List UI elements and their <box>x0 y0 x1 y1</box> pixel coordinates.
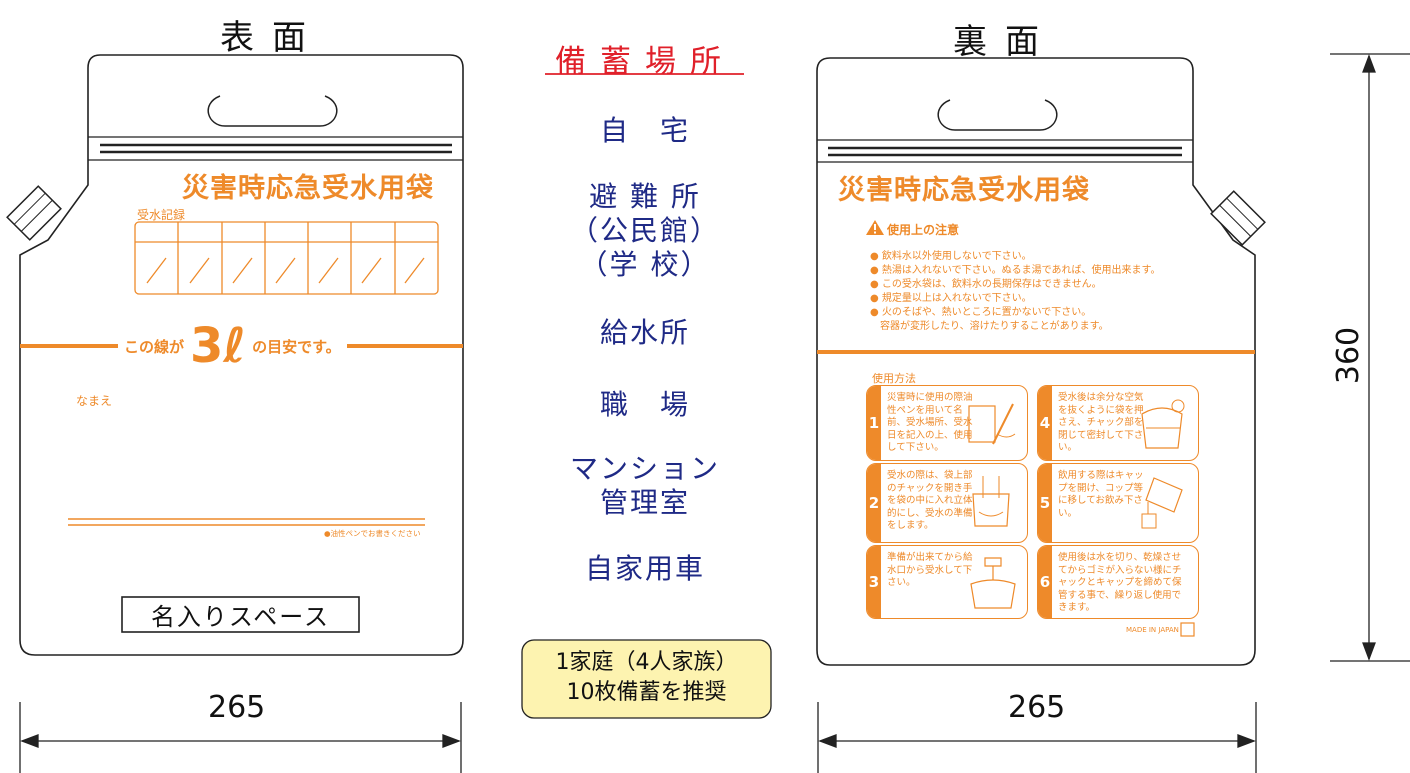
pen-note: ●油性ペンでお書きください <box>324 529 421 538</box>
usage-step-3: 3 準備が出来てから給水口から受水して下さい。 <box>866 545 1028 619</box>
caution-title: 使用上の注意 <box>887 223 960 237</box>
name-space-box <box>121 596 360 633</box>
recycle-mark-icon <box>1180 622 1195 637</box>
front-width-dimension <box>19 702 462 773</box>
recommendation-line: 10枚備蓄を推奨 <box>566 680 727 705</box>
caution-item: 容器が変形したり、溶けたりすることがあります。 <box>870 321 1109 332</box>
step-number: 4 <box>1038 386 1052 460</box>
usage-step-5: 5 飲用する際はキャップを開け、コップ等に移してお飲み下さい。 <box>1037 463 1199 543</box>
location-car: 自家用車 <box>520 552 770 586</box>
back-heading: 裏面 <box>953 22 1057 62</box>
front-bag-outline <box>19 54 464 656</box>
caution-item: ● この受水袋は、飲料水の長期保存はできません。 <box>870 279 1102 290</box>
location-water-station: 給水所 <box>520 316 770 350</box>
front-hook <box>207 95 338 127</box>
height-value: 360 <box>1331 326 1367 385</box>
line-text-after: の目安です。 <box>252 337 341 356</box>
open-bag-illustration-icon <box>972 476 1010 527</box>
location-shelter: 避 難 所 （公民館） （学 校） <box>520 180 770 282</box>
back-width-dimension <box>817 702 1257 773</box>
location-line: （公民館） <box>569 214 720 247</box>
seal-bag-illustration-icon <box>1141 399 1185 449</box>
front-bag-title: 災害時応急受水用袋 <box>182 173 434 204</box>
fill-water-illustration-icon <box>970 557 1016 609</box>
caution-item: ● 飲料水以外使用しないで下さい。 <box>870 251 1032 262</box>
usage-step-6: 6 使用後は水を切り、乾燥させてからゴミが入らない様にチャックとキャップを締めて… <box>1037 545 1199 619</box>
caution-item: ● 規定量以上は入れないで下さい。 <box>870 293 1032 304</box>
step-text: 使用後は水を切り、乾燥させてからゴミが入らない様にチャックとキャップを締めて保管… <box>1058 552 1182 613</box>
step-text: 準備が出来てから給水口から受水して下さい。 <box>887 552 973 588</box>
usage-title: 使用方法 <box>872 372 916 385</box>
pour-cup-illustration-icon <box>1141 477 1183 529</box>
recommendation-text: 1家庭（4人家族） 10枚備蓄を推奨 <box>522 648 771 708</box>
location-line: 給水所 <box>599 316 690 349</box>
made-in-japan: MADE IN JAPAN <box>1126 626 1179 634</box>
step-number: 1 <box>867 386 881 460</box>
usage-step-1: 1 災害時に使用の際油性ペンを用いて名前、受水場所、受水日を記入の上、使用して下… <box>866 385 1028 461</box>
name-space-label: 名入りスペース <box>150 603 331 631</box>
record-label: 受水記録 <box>137 208 186 222</box>
usage-step-2: 2 受水の際は、袋上部のチャックを開き手を袋の中に入れ立体的にし、受水の準備をし… <box>866 463 1028 543</box>
caution-list: ● 飲料水以外使用しないで下さい。 ● 熱湯は入れないで下さい。ぬるま湯であれば… <box>870 250 1161 334</box>
caution-item: ● 熱湯は入れないで下さい。ぬるま湯であれば、使用出来ます。 <box>870 265 1161 276</box>
back-hook <box>937 99 1058 131</box>
step-number: 3 <box>867 546 881 618</box>
storage-heading: 備蓄場所 <box>555 44 735 80</box>
back-bag-outline <box>816 57 1256 666</box>
location-home: 自 宅 <box>520 114 770 148</box>
warning-icon <box>866 220 884 235</box>
location-line: 職 場 <box>599 388 690 421</box>
step-number: 5 <box>1038 464 1052 542</box>
front-width-value: 265 <box>208 690 266 725</box>
step-text: 災害時に使用の際油性ペンを用いて名前、受水場所、受水日を記入の上、使用して下さい… <box>887 392 973 453</box>
location-line: 管理室 <box>599 486 690 519</box>
recommendation-badge <box>521 639 772 719</box>
caution-item: ● 火のそばや、熱いところに置かないで下さい。 <box>870 307 1092 318</box>
write-name-illustration-icon <box>968 403 1016 445</box>
front-3l-label: この線が 3ℓ の目安です。 <box>118 322 347 370</box>
step-number: 6 <box>1038 546 1052 618</box>
location-line: 避 難 所 <box>589 180 701 213</box>
height-dimension <box>1330 53 1410 662</box>
location-line: 自家用車 <box>584 552 705 585</box>
name-label: なまえ <box>76 394 113 408</box>
step-text: 飲用する際はキャップを開け、コップ等に移してお飲み下さい。 <box>1058 470 1144 519</box>
back-spout-icon <box>1210 190 1266 246</box>
location-line: （学 校） <box>579 248 711 281</box>
recommendation-line: 1家庭（4人家族） <box>555 650 738 675</box>
location-line: マンション <box>569 452 720 485</box>
step-text: 受水の際は、袋上部のチャックを開き手を袋の中に入れ立体的にし、受水の準備をします… <box>887 470 973 531</box>
location-line: 自 宅 <box>599 114 690 147</box>
record-grid <box>134 221 439 295</box>
back-bag-title: 災害時応急受水用袋 <box>838 175 1090 206</box>
location-workplace: 職 場 <box>520 388 770 422</box>
back-width-value: 265 <box>1008 690 1066 725</box>
usage-step-4: 4 受水後は余分な空気を抜くように袋を押さえ、チャック部を閉じて密封して下さい。 <box>1037 385 1199 461</box>
front-heading: 表面 <box>220 18 324 58</box>
step-text: 受水後は余分な空気を抜くように袋を押さえ、チャック部を閉じて密封して下さい。 <box>1058 392 1144 453</box>
line-text-before: この線が <box>124 337 185 356</box>
step-number: 2 <box>867 464 881 542</box>
location-condo-office: マンション 管理室 <box>520 452 770 520</box>
front-spout-icon <box>6 185 62 241</box>
line-volume: 3ℓ <box>190 318 247 374</box>
